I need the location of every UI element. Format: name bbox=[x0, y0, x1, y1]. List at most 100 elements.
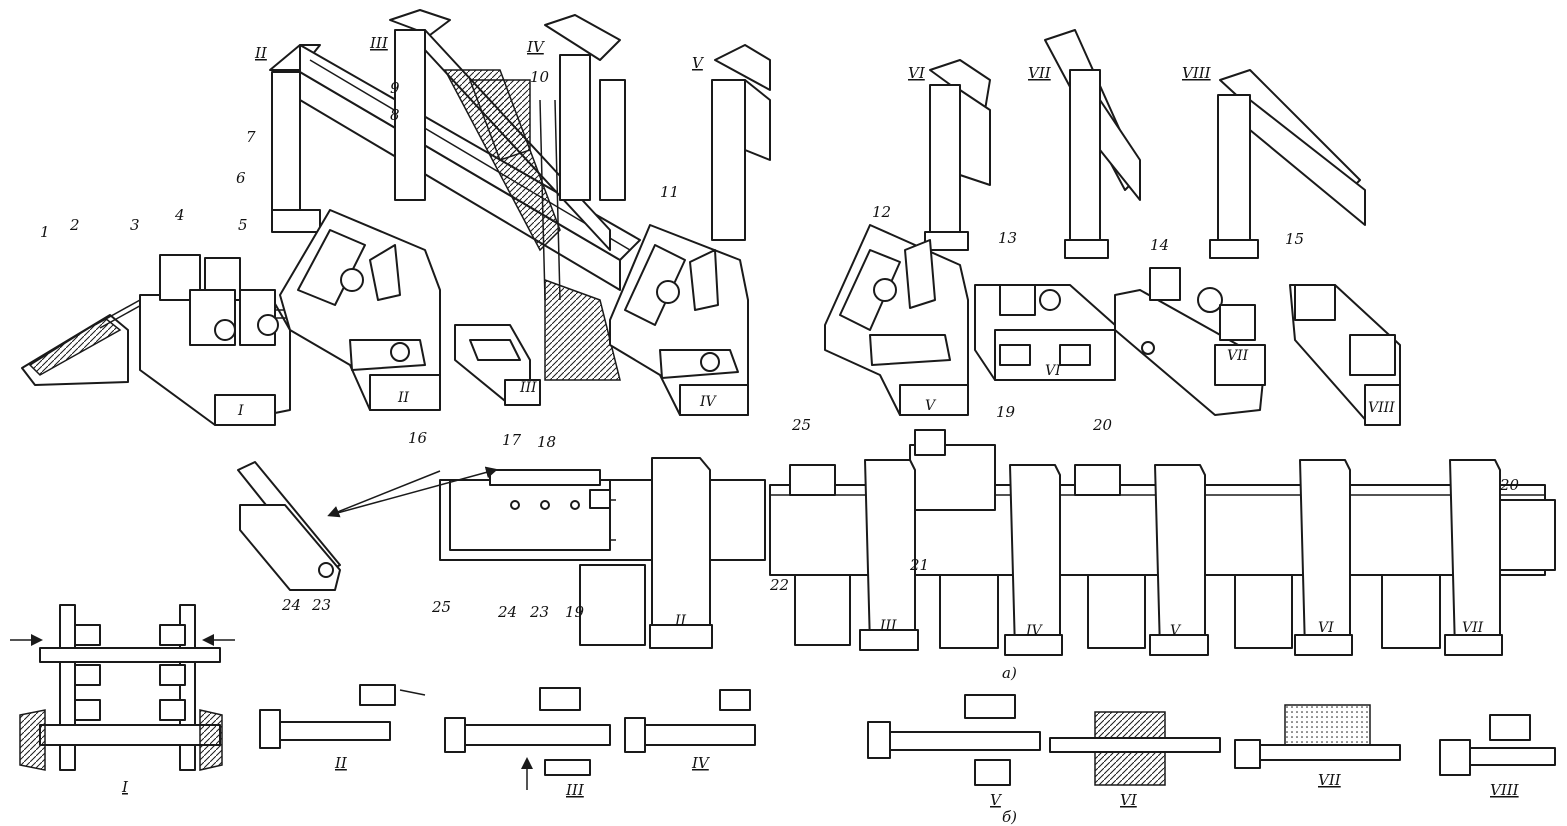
callout-20-mid: 20 bbox=[1092, 416, 1113, 434]
gripper-detail bbox=[237, 461, 498, 591]
column-label-VI: VI bbox=[1318, 620, 1334, 636]
callout-24-left: 24 bbox=[281, 596, 301, 614]
part-b-schemes bbox=[10, 604, 1556, 790]
scheme-label-II: II bbox=[334, 754, 348, 772]
machine-label-III: III bbox=[519, 380, 537, 396]
gantry-label-VIII: VIII bbox=[1182, 64, 1212, 82]
callout-12: 12 bbox=[872, 203, 891, 221]
machine-IV bbox=[609, 224, 749, 416]
gantry-VII bbox=[1044, 29, 1141, 259]
part-label-b: б) bbox=[1002, 808, 1017, 826]
gantry-label-III: III bbox=[369, 34, 389, 52]
column-IV bbox=[939, 464, 1063, 656]
column-V bbox=[1087, 464, 1209, 656]
column-label-II: II bbox=[674, 613, 687, 629]
callout-8: 8 bbox=[390, 106, 400, 124]
column-VII bbox=[1381, 459, 1503, 656]
callout-22: 22 bbox=[769, 576, 789, 594]
column-VI bbox=[1234, 459, 1353, 656]
arrow-to-gripper bbox=[327, 470, 441, 518]
part-a-left bbox=[21, 9, 771, 649]
callout-9: 9 bbox=[390, 79, 400, 97]
callout-4: 4 bbox=[174, 206, 185, 224]
scheme-V bbox=[867, 694, 1041, 786]
machine-VIII bbox=[1289, 284, 1401, 426]
column-label-III: III bbox=[879, 618, 897, 634]
callout-14: 14 bbox=[1150, 236, 1169, 254]
machine-label-VIII: VIII bbox=[1368, 400, 1395, 416]
gantry-label-VI: VI bbox=[908, 64, 926, 82]
part-a-right bbox=[769, 29, 1556, 656]
machine-label-IV: IV bbox=[699, 394, 718, 410]
callout-19-left: 19 bbox=[565, 603, 585, 621]
machine-label-VII: VII bbox=[1227, 348, 1249, 364]
columns-right bbox=[794, 459, 1503, 656]
part-label-a: а) bbox=[1002, 664, 1017, 682]
gantry-label-II: II bbox=[254, 44, 268, 62]
gantry-IV bbox=[544, 14, 626, 201]
callout-15: 15 bbox=[1285, 230, 1304, 248]
callout-3: 3 bbox=[130, 216, 140, 234]
callout-11: 11 bbox=[660, 183, 679, 201]
column-label-IV: IV bbox=[1025, 623, 1044, 639]
scheme-label-V: V bbox=[990, 791, 1003, 809]
scheme-VI bbox=[1049, 711, 1221, 786]
scheme-label-VI: VI bbox=[1120, 791, 1138, 809]
input-conveyor bbox=[21, 299, 146, 386]
scheme-VIII bbox=[1439, 714, 1556, 776]
machine-III bbox=[454, 324, 541, 406]
callout-25-left: 25 bbox=[431, 598, 451, 616]
column-label-VII: VII bbox=[1462, 620, 1484, 636]
callout-23-left: 23 bbox=[311, 596, 331, 614]
machine-label-II: II bbox=[397, 390, 410, 406]
scheme-III bbox=[444, 687, 611, 790]
scheme-label-VII: VII bbox=[1318, 771, 1342, 789]
callout-16: 16 bbox=[408, 429, 428, 447]
column-label-V: V bbox=[1170, 623, 1182, 639]
column-II bbox=[579, 457, 713, 649]
callout-24-mid: 24 bbox=[497, 603, 517, 621]
scheme-label-I: I bbox=[121, 778, 129, 796]
machine-II bbox=[279, 209, 441, 411]
callout-1: 1 bbox=[40, 223, 50, 241]
callout-17: 17 bbox=[502, 431, 522, 449]
machine-label-VI: VI bbox=[1045, 363, 1061, 379]
machine-I bbox=[139, 254, 350, 426]
machine-label-V: V bbox=[925, 398, 937, 414]
gantry-label-V: V bbox=[692, 54, 705, 72]
callout-2: 2 bbox=[69, 216, 80, 234]
callout-10: 10 bbox=[530, 68, 550, 86]
callout-20-right: 20 bbox=[1499, 476, 1520, 494]
callout-21: 21 bbox=[909, 556, 929, 574]
scheme-label-VIII: VIII bbox=[1490, 781, 1520, 799]
scheme-label-IV: IV bbox=[691, 754, 711, 772]
callout-7: 7 bbox=[246, 128, 256, 146]
gantry-label-IV: IV bbox=[526, 38, 546, 56]
transport-rail-left bbox=[439, 469, 766, 561]
callout-6: 6 bbox=[236, 169, 246, 187]
labels: 1 2 3 4 5 6 7 8 9 10 11 12 13 14 15 16 1… bbox=[40, 34, 1520, 826]
machine-V bbox=[824, 224, 969, 416]
machine-VI bbox=[974, 284, 1116, 381]
gantry-VIII bbox=[1209, 69, 1366, 259]
scheme-IV bbox=[624, 689, 756, 753]
callout-19-right: 19 bbox=[996, 403, 1016, 421]
scheme-VII bbox=[1234, 704, 1401, 769]
scheme-I bbox=[10, 604, 235, 771]
gantry-V bbox=[711, 44, 771, 241]
scheme-II bbox=[259, 684, 426, 749]
callout-25-right: 25 bbox=[791, 416, 811, 434]
column-III bbox=[794, 459, 919, 651]
gantry-label-VII: VII bbox=[1028, 64, 1052, 82]
callout-13: 13 bbox=[998, 229, 1017, 247]
machine-label-I: I bbox=[237, 403, 244, 419]
gantry-VI bbox=[924, 59, 991, 251]
callout-23-mid: 23 bbox=[529, 603, 549, 621]
robot-arm bbox=[443, 69, 621, 381]
callout-5: 5 bbox=[238, 216, 248, 234]
callout-18: 18 bbox=[537, 433, 556, 451]
machine-VII bbox=[1114, 267, 1266, 416]
scheme-label-III: III bbox=[565, 781, 585, 799]
